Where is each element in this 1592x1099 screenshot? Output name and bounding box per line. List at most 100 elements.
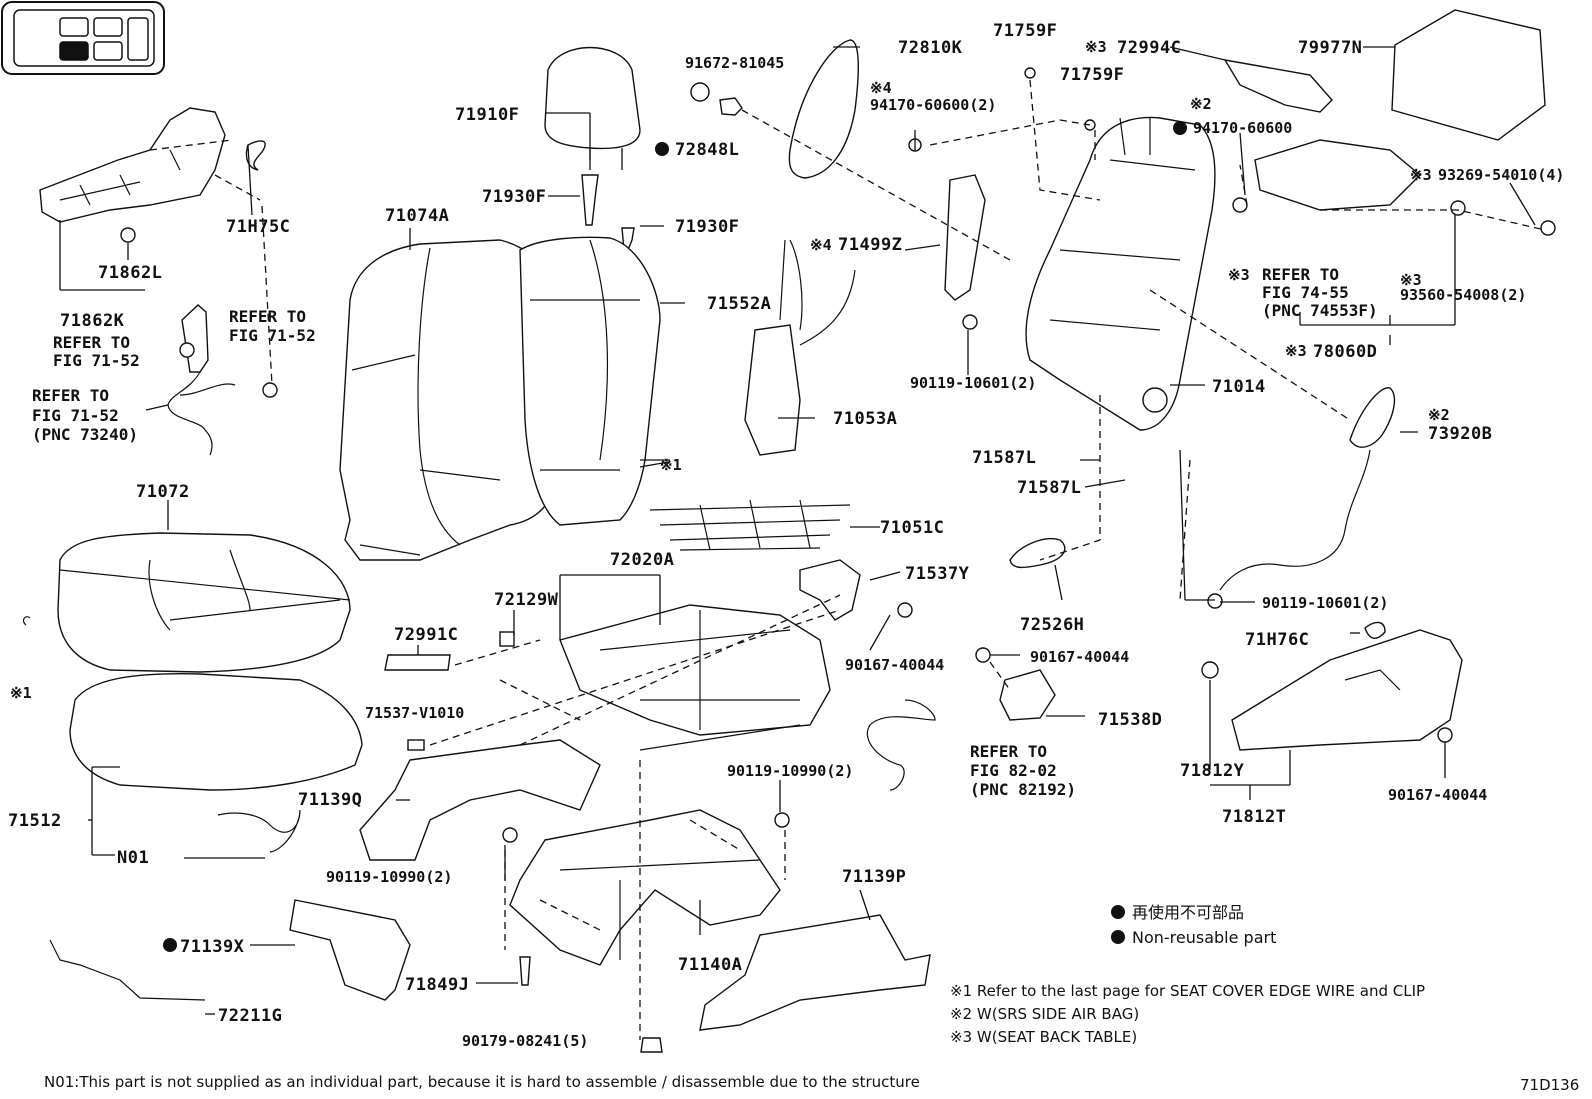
- part-71537Y[interactable]: 71537Y: [905, 564, 970, 584]
- ref-fig7152-c-line3[interactable]: (PNC 73240): [32, 425, 138, 444]
- pin-71849J-drawing: [519, 956, 531, 986]
- part-71930F-b[interactable]: 71930F: [675, 217, 739, 237]
- part-94170a[interactable]: 94170-60600(2): [870, 96, 996, 114]
- nonreusable-dot-94170b: [1173, 121, 1187, 135]
- part-72129W[interactable]: 72129W: [494, 590, 559, 610]
- part-71862L[interactable]: 71862L: [98, 263, 162, 283]
- legend-jp: 再使用不可部品: [1132, 903, 1244, 922]
- seat-position-thumbnail: [1, 1, 165, 75]
- reference-labels: REFER TO FIG 71-52 REFER TO FIG 71-52 RE…: [32, 265, 1378, 799]
- ref-fig8202-line1[interactable]: REFER TO: [970, 742, 1047, 761]
- table-78060D-drawing: [1254, 139, 1422, 211]
- ref-fig7152-c-line2[interactable]: FIG 71-52: [32, 406, 119, 425]
- mark-94170b: ※2: [1190, 95, 1212, 113]
- part-71759F-a[interactable]: 71759F: [993, 21, 1057, 41]
- part-93269[interactable]: 93269-54010(4): [1438, 166, 1564, 184]
- part-78060D[interactable]: 78060D: [1313, 342, 1377, 362]
- part-71587L-b[interactable]: 71587L: [1017, 478, 1081, 498]
- mark-71499Z: ※4: [810, 236, 832, 254]
- part-71053A[interactable]: 71053A: [833, 409, 897, 429]
- part-71910F[interactable]: 71910F: [455, 105, 519, 125]
- pad-72810K-drawing: [788, 39, 859, 179]
- ref-fig8202-line2[interactable]: FIG 82-02: [970, 761, 1057, 780]
- ref-fig7455-line2[interactable]: FIG 74-55: [1262, 283, 1349, 302]
- note-2: ※2 W(SRS SIDE AIR BAG): [950, 1005, 1139, 1023]
- mark-73920B: ※2: [1428, 406, 1450, 424]
- part-72848L[interactable]: 72848L: [675, 140, 739, 160]
- mark-93560: ※3: [1400, 271, 1422, 289]
- grommet-72848L-drawing: [690, 82, 710, 102]
- part-71H76C[interactable]: 71H76C: [1245, 630, 1309, 650]
- clip-71H75C-drawing: [245, 140, 266, 171]
- part-72526H[interactable]: 72526H: [1020, 615, 1084, 635]
- part-71759F-b[interactable]: 71759F: [1060, 65, 1124, 85]
- part-71014[interactable]: 71014: [1212, 377, 1266, 397]
- springs-71051C-drawing: [649, 499, 851, 551]
- part-71538D[interactable]: 71538D: [1098, 710, 1162, 730]
- part-71512[interactable]: 71512: [8, 811, 62, 831]
- part-93560[interactable]: 93560-54008(2): [1400, 286, 1526, 304]
- part-90119c[interactable]: 90119-10990(2): [727, 762, 853, 780]
- part-90167b[interactable]: 90167-40044: [1030, 648, 1129, 666]
- part-71074A[interactable]: 71074A: [385, 206, 449, 226]
- part-71930F-a[interactable]: 71930F: [482, 187, 546, 207]
- legend-dot-en: [1111, 930, 1125, 944]
- ref-fig7455-line3[interactable]: (PNC 74553F): [1262, 301, 1378, 320]
- mark-94170a: ※4: [870, 79, 892, 97]
- part-90167c[interactable]: 90167-40044: [1388, 786, 1487, 804]
- module-71499Z-drawing: [944, 174, 986, 301]
- part-73920B[interactable]: 73920B: [1428, 424, 1492, 444]
- nut-90179-drawing: [640, 1037, 663, 1053]
- part-71139Q[interactable]: 71139Q: [298, 790, 362, 810]
- part-90119b[interactable]: 90119-10601(2): [1262, 594, 1388, 612]
- ref-fig7152-c-line1[interactable]: REFER TO: [32, 386, 109, 405]
- part-71140A[interactable]: 71140A: [678, 955, 742, 975]
- wire-N01-drawing: [217, 809, 301, 853]
- ref-fig7152-a-line2[interactable]: FIG 71-52: [53, 351, 140, 370]
- shield-71139P-drawing: [699, 914, 931, 1031]
- part-N01[interactable]: N01: [117, 848, 149, 868]
- ref-fig7455-line1[interactable]: REFER TO: [1262, 265, 1339, 284]
- part-90119a[interactable]: 90119-10601(2): [910, 374, 1036, 392]
- part-71139P[interactable]: 71139P: [842, 867, 906, 887]
- part-71139X[interactable]: 71139X: [180, 937, 245, 957]
- part-71H75C[interactable]: 71H75C: [226, 217, 290, 237]
- part-90119d[interactable]: 90119-10990(2): [326, 868, 452, 886]
- part-71849J[interactable]: 71849J: [405, 975, 469, 995]
- ref-fig7152-b-line2[interactable]: FIG 71-52: [229, 326, 316, 345]
- part-72810K[interactable]: 72810K: [898, 38, 963, 58]
- ref-fig8202-line3[interactable]: (PNC 82192): [970, 780, 1076, 799]
- part-72994C[interactable]: 72994C: [1117, 38, 1181, 58]
- clip-71H76C-drawing: [1364, 621, 1386, 639]
- part-79977N[interactable]: 79977N: [1298, 38, 1362, 58]
- part-94170b[interactable]: 94170-60600: [1193, 119, 1292, 137]
- part-72020A[interactable]: 72020A: [610, 550, 674, 570]
- part-71537V[interactable]: 71537-V1010: [365, 704, 464, 722]
- notes: ※1 Refer to the last page for SEAT COVER…: [950, 982, 1425, 1046]
- table-79977N-drawing: [1391, 9, 1546, 141]
- bracket-71537V-drawing: [407, 739, 425, 751]
- part-71051C[interactable]: 71051C: [880, 518, 944, 538]
- part-90179[interactable]: 90179-08241(5): [462, 1032, 588, 1050]
- harness-82192-drawing: [866, 699, 936, 791]
- part-72991C[interactable]: 72991C: [394, 625, 458, 645]
- part-71072[interactable]: 71072: [136, 482, 190, 502]
- ref-fig7152-a-line1[interactable]: REFER TO: [53, 333, 130, 352]
- part-71587L-a[interactable]: 71587L: [972, 448, 1036, 468]
- legend-en: Non-reusable part: [1132, 928, 1276, 947]
- nonreusable-dot-72848L: [655, 142, 669, 156]
- part-71862K[interactable]: 71862K: [60, 311, 125, 331]
- part-71812T[interactable]: 71812T: [1222, 807, 1286, 827]
- leader-lines: [59, 46, 1546, 1040]
- part-91672[interactable]: 91672-81045: [685, 54, 784, 72]
- part-71499Z[interactable]: 71499Z: [838, 235, 902, 255]
- part-71552A[interactable]: 71552A: [707, 294, 771, 314]
- seatback-frame-71014-drawing: [1025, 116, 1216, 431]
- bracket-71537Y-drawing: [799, 559, 861, 621]
- ref-fig7152-b-line1[interactable]: REFER TO: [229, 307, 306, 326]
- part-72211G[interactable]: 72211G: [218, 1006, 282, 1026]
- part-90167a[interactable]: 90167-40044: [845, 656, 944, 674]
- part-71812Y[interactable]: 71812Y: [1180, 761, 1245, 781]
- legend-dot-jp: [1111, 905, 1125, 919]
